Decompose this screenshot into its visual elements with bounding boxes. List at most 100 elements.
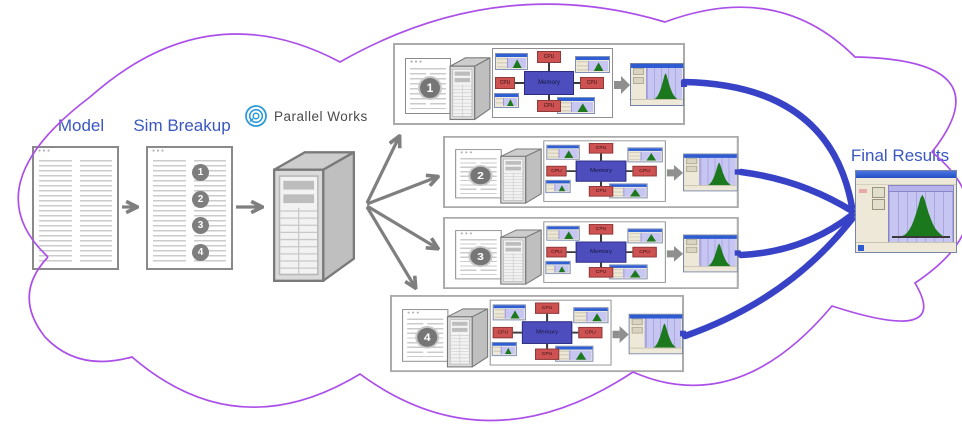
cpu-box: CPU	[546, 246, 567, 258]
mini-histogram	[564, 150, 574, 158]
cpu-memory-diagram: CPU CPU CPU CPU Memory	[489, 299, 612, 366]
block-arrow	[666, 250, 674, 258]
block-arrow-head	[673, 245, 684, 262]
cpu-box: CPU	[588, 186, 614, 197]
mini-histogram-window	[545, 179, 571, 194]
final-results-window	[855, 170, 957, 253]
connector-dot	[734, 169, 741, 175]
mini-histogram	[510, 310, 520, 319]
cpu-box: CPU	[632, 165, 657, 177]
thumbnail-icon	[872, 187, 885, 198]
window-dots-icon: ●●●	[460, 150, 474, 156]
unit-result-window	[630, 63, 684, 106]
cpu-box: CPU	[578, 326, 603, 339]
mini-histogram	[575, 351, 587, 360]
sim-unit-1: ●●● 1 CPU CPU CPU CPU Memory	[393, 43, 687, 125]
block-arrow-head	[621, 76, 630, 94]
mini-histogram	[507, 99, 514, 106]
step-4-badge: 4	[192, 244, 209, 261]
mini-histogram-window	[575, 56, 610, 73]
final-results-label: Final Results	[850, 146, 950, 165]
parallel-works-logo-icon	[245, 105, 267, 127]
final-window-statusbar	[856, 242, 956, 252]
cpu-box: CPU	[546, 165, 567, 177]
fan-arrow-3	[366, 204, 437, 248]
mini-histogram-window	[555, 345, 594, 362]
window-dots-icon: ●●●	[152, 148, 166, 154]
unit-document: ●●● 2	[455, 149, 502, 199]
fan-arrow-1	[365, 137, 399, 204]
cpu-memory-diagram: CPU CPU CPU CPU Memory	[492, 48, 613, 118]
model-document: ●●●	[32, 146, 119, 270]
connector-dot	[734, 250, 741, 256]
mini-histogram	[646, 233, 657, 242]
selection-highlight	[859, 189, 867, 193]
mini-histogram-window	[492, 304, 526, 321]
block-arrow	[612, 330, 620, 339]
step-1-badge: 1	[192, 164, 209, 181]
plot-header-band	[889, 186, 953, 192]
unit-number: 2	[468, 164, 493, 187]
sim-breakup-label: Sim Breakup	[133, 116, 231, 135]
mini-histogram	[504, 347, 512, 355]
cpu-box: CPU	[492, 326, 513, 339]
unit-server-icon	[498, 224, 545, 285]
histogram-x-axis	[891, 236, 951, 238]
unit-server-icon	[447, 51, 493, 121]
status-square-icon	[858, 245, 864, 251]
sim-unit-3: ●●● 3 CPU CPU CPU CPU Memory	[443, 217, 741, 289]
unit-server-icon	[498, 143, 545, 204]
mini-histogram-window	[609, 264, 648, 280]
window-dots-icon: ●●●	[407, 310, 421, 316]
mini-histogram-window	[545, 260, 571, 275]
cpu-box: CPU	[537, 51, 561, 63]
unit-histogram	[705, 243, 733, 268]
final-histogram-plot	[888, 185, 954, 243]
memory-box: Memory	[524, 71, 574, 95]
sim-unit-2: ●●● 2 CPU CPU CPU CPU Memory	[443, 136, 741, 208]
final-histogram	[899, 194, 946, 237]
mini-histogram-window	[495, 53, 528, 70]
parallel-works-logo-text: Parallel Works	[274, 108, 368, 124]
cpu-memory-diagram: CPU CPU CPU CPU Memory	[543, 221, 666, 283]
parallel-works-logo: Parallel Works	[244, 104, 368, 128]
unit-result-window	[683, 234, 738, 273]
unit-histogram-plot	[646, 67, 682, 100]
sim-unit-4: ●●● 4 CPU CPU CPU CPU Memory	[390, 295, 687, 373]
cpu-box: CPU	[537, 100, 561, 112]
block-arrow	[614, 81, 621, 89]
cpu-box: CPU	[535, 302, 560, 314]
connector-dot	[681, 81, 687, 87]
mini-histogram-window	[609, 183, 648, 199]
model-label: Model	[57, 116, 105, 135]
final-window-toolbar	[856, 178, 956, 185]
memory-box: Memory	[575, 241, 627, 263]
result-curve-2	[737, 168, 856, 215]
cpu-box: CPU	[588, 267, 614, 278]
mini-histogram	[564, 231, 574, 239]
mini-histogram	[593, 62, 604, 71]
fan-arrow-4	[365, 206, 415, 287]
cpu-box: CPU	[580, 77, 604, 89]
main-server-icon	[268, 138, 360, 284]
unit-server-icon	[444, 303, 490, 369]
unit-histogram-plot	[699, 157, 736, 187]
mini-histogram	[629, 188, 641, 197]
unit-histogram	[651, 73, 680, 100]
result-window-side-panel	[631, 67, 646, 100]
window-dots-icon: ●●●	[38, 148, 52, 154]
mini-histogram	[592, 313, 602, 322]
unit-number: 3	[468, 245, 493, 268]
mini-histogram-window	[491, 342, 517, 357]
mini-histogram	[558, 266, 566, 273]
sim-breakup-document: ●●● 1 2 3 4	[146, 146, 233, 270]
mini-histogram-window	[573, 307, 609, 324]
memory-box: Memory	[521, 321, 573, 344]
unit-histogram	[650, 323, 679, 349]
mini-histogram-window	[494, 93, 519, 108]
mini-histogram-window	[546, 225, 580, 241]
mini-histogram-window	[627, 228, 663, 244]
unit-number: 1	[418, 76, 442, 100]
cpu-box: CPU	[535, 348, 560, 360]
